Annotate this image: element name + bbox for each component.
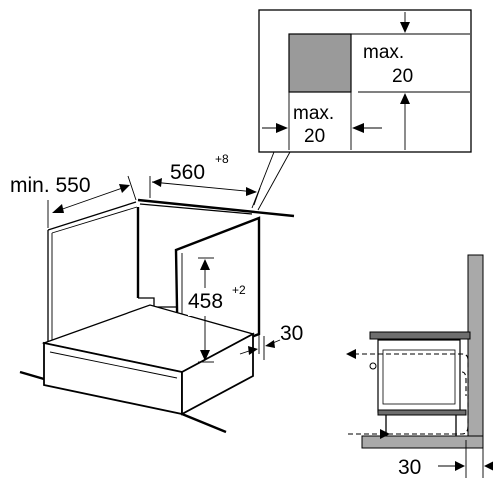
appliance-body [377, 339, 461, 413]
height-arrow-up-icon [200, 259, 210, 270]
depth-ext-right [127, 175, 137, 201]
inset-height-max: max. [363, 42, 404, 63]
base-slab [361, 435, 484, 449]
plinth-inner-line [49, 351, 178, 379]
back-panel-bottom-notch [138, 297, 176, 308]
inset-arrow-right-icon [276, 123, 288, 133]
width-value: 560 [170, 161, 205, 184]
inset-leader-left [251, 151, 275, 209]
airflow-in-arrow-icon [380, 429, 390, 439]
height-arrow-down-icon [200, 350, 210, 361]
airflow-out-arrow-icon [346, 349, 356, 359]
inset-detail: max. 20 max. 20 [251, 9, 472, 211]
width-arrow-left-icon [152, 178, 162, 187]
side-gap-arrow-left-icon [484, 461, 493, 471]
gap-value: 30 [280, 322, 303, 345]
inset-frame [258, 9, 472, 153]
airflow-path [348, 353, 469, 435]
appliance-inner [382, 349, 456, 405]
inset-width-value: 20 [304, 126, 325, 147]
width-ext-right [253, 187, 261, 206]
depth-arrow-right-icon [119, 184, 130, 193]
wall-panel [467, 254, 484, 449]
side-gap-arrow-right-icon [455, 461, 465, 471]
cabinet-drawing [19, 198, 295, 434]
inset-arrow-up-icon [400, 93, 410, 104]
inset-arrow-down-icon [400, 22, 410, 33]
main-dimensions: min. 550 560 +8 458 +2 30 [10, 152, 303, 363]
height-tolerance: +2 [232, 283, 246, 297]
width-dim-line [151, 181, 257, 193]
worktop-lip [139, 203, 253, 215]
worktop-line [137, 198, 295, 218]
width-arrow-right-icon [246, 187, 257, 196]
width-tolerance: +8 [215, 152, 229, 166]
gap-arrow-right-icon [248, 346, 258, 355]
height-label-bg [188, 288, 228, 316]
left-panel-top-edge [47, 201, 137, 231]
depth-label: min. 550 [10, 174, 91, 197]
inset-width-max: max. [293, 103, 334, 124]
worktop-section [369, 331, 471, 340]
knob-icon [369, 362, 377, 370]
depth-dim-line [53, 185, 129, 213]
shelf-section [377, 409, 467, 416]
height-value: 458 [188, 290, 223, 313]
side-view: 30 [346, 254, 493, 479]
inset-height-value: 20 [392, 66, 413, 87]
floor-line-left [19, 370, 45, 381]
left-panel-inner-top [51, 206, 138, 234]
gap-arrow-left-icon [265, 340, 275, 348]
inset-arrow-left-icon [352, 123, 364, 133]
depth-arrow-left-icon [52, 204, 64, 213]
inset-leader-right [257, 151, 291, 211]
cutout-square [288, 33, 352, 93]
side-gap-value: 30 [398, 456, 421, 479]
airflow-rear-path [461, 371, 467, 396]
floor-line-right [181, 412, 227, 434]
plinth-side [181, 332, 254, 416]
